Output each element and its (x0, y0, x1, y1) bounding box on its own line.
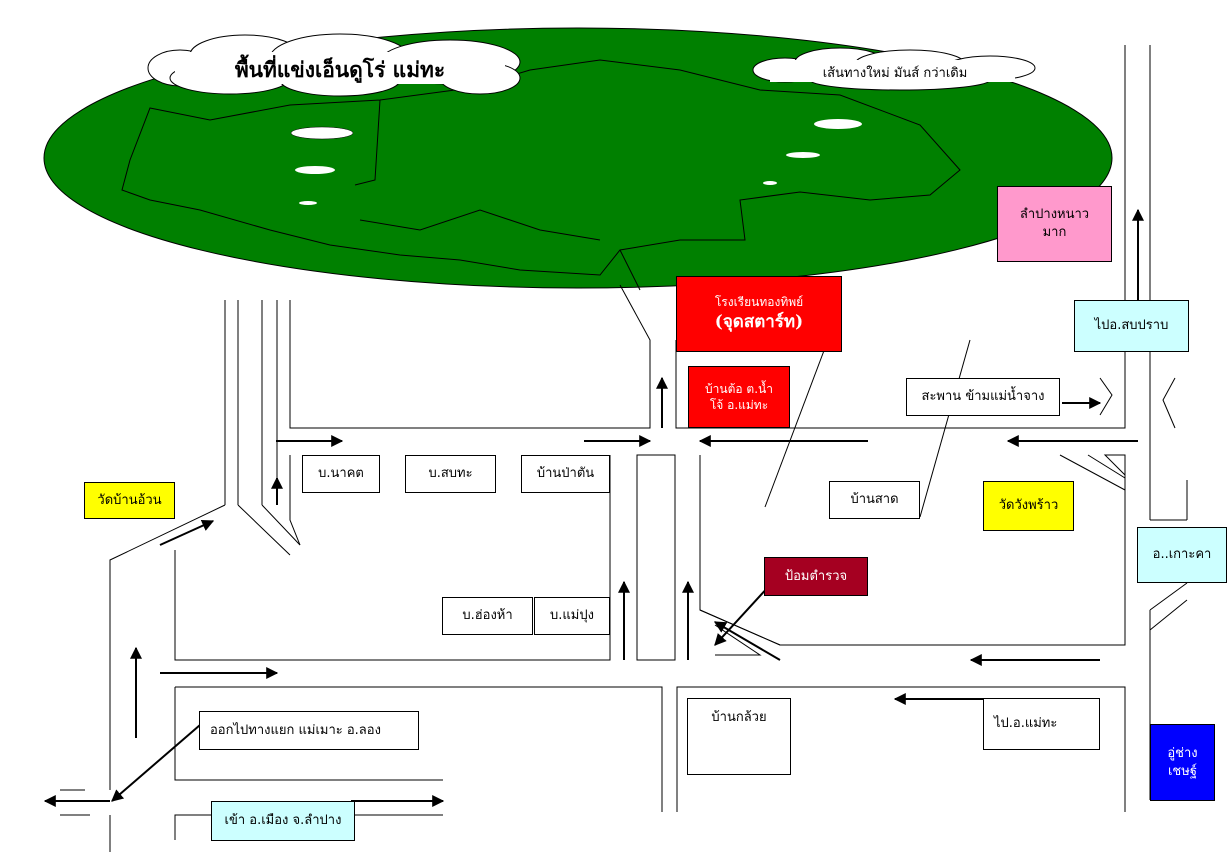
forest-clearing (299, 201, 317, 205)
to-mae-tha-label: ไป.อ.แม่ทะ (983, 698, 1100, 750)
garage-label: อู่ช่าง เชษฐ์ (1150, 724, 1215, 801)
ban-sat-label: บ้านสาด (829, 481, 920, 519)
ko-kha-label: อ..เกาะคา (1137, 527, 1227, 583)
start-school-name: โรงเรียนทองทิพย์ (714, 295, 804, 310)
lampang-cold-label: ลำปางหนาว มาก (997, 186, 1112, 262)
exit-junction-label: ออกไปทางแยก แม่เมาะ อ.ลอง (199, 711, 419, 750)
forest-clearing (814, 119, 862, 129)
start-point-text: (จุดสตาร์ท) (714, 311, 804, 332)
forest-clearing (763, 181, 777, 185)
pre-start-village-label: บ้านต้อ ต.น้ำ โจ้ อ.แม่ทะ (688, 366, 790, 428)
ban-mae-pung-label: บ.แม่ปุง (534, 597, 610, 635)
ban-pa-tan-label: บ้านป่าตัน (521, 455, 610, 493)
map-subtitle: เส้นทางใหม่ มันส์ กว่าเดิม (822, 66, 968, 81)
ban-sop-tha-label: บ.สบทะ (405, 455, 496, 493)
forest-trail-lines (121, 59, 961, 291)
to-sop-prap-label: ไปอ.สบปราบ (1074, 300, 1189, 352)
pointer-lines (764, 339, 971, 518)
direction-arrows (43, 208, 1144, 807)
map-title: พื้นที่แข่งเอ็นดูโร่ แม่ทะ (234, 57, 446, 82)
police-box-label: ป้อมตำรวจ (764, 557, 868, 596)
forest-clearing (295, 166, 335, 174)
forest-clearing (290, 126, 354, 140)
start-school-label: โรงเรียนทองทิพย์ (จุดสตาร์ท) (676, 276, 842, 352)
into-city-label: เข้า อ.เมือง จ.ลำปาง (211, 801, 355, 841)
wat-ban-uan-label: วัดบ้านอ้วน (84, 482, 175, 519)
ban-kluai-label: บ้านกล้วย (687, 698, 791, 775)
ban-song-ha-label: บ.ฮ่องห้า (442, 597, 533, 635)
forest-clearing (786, 152, 820, 158)
ban-nakhot-label: บ.นาคต (302, 455, 380, 493)
bridge-label: สะพาน ข้ามแม่น้ำจาง (906, 378, 1060, 416)
road-network (60, 45, 1188, 852)
wat-wang-phrao-label: วัดวังพร้าว (983, 481, 1074, 531)
